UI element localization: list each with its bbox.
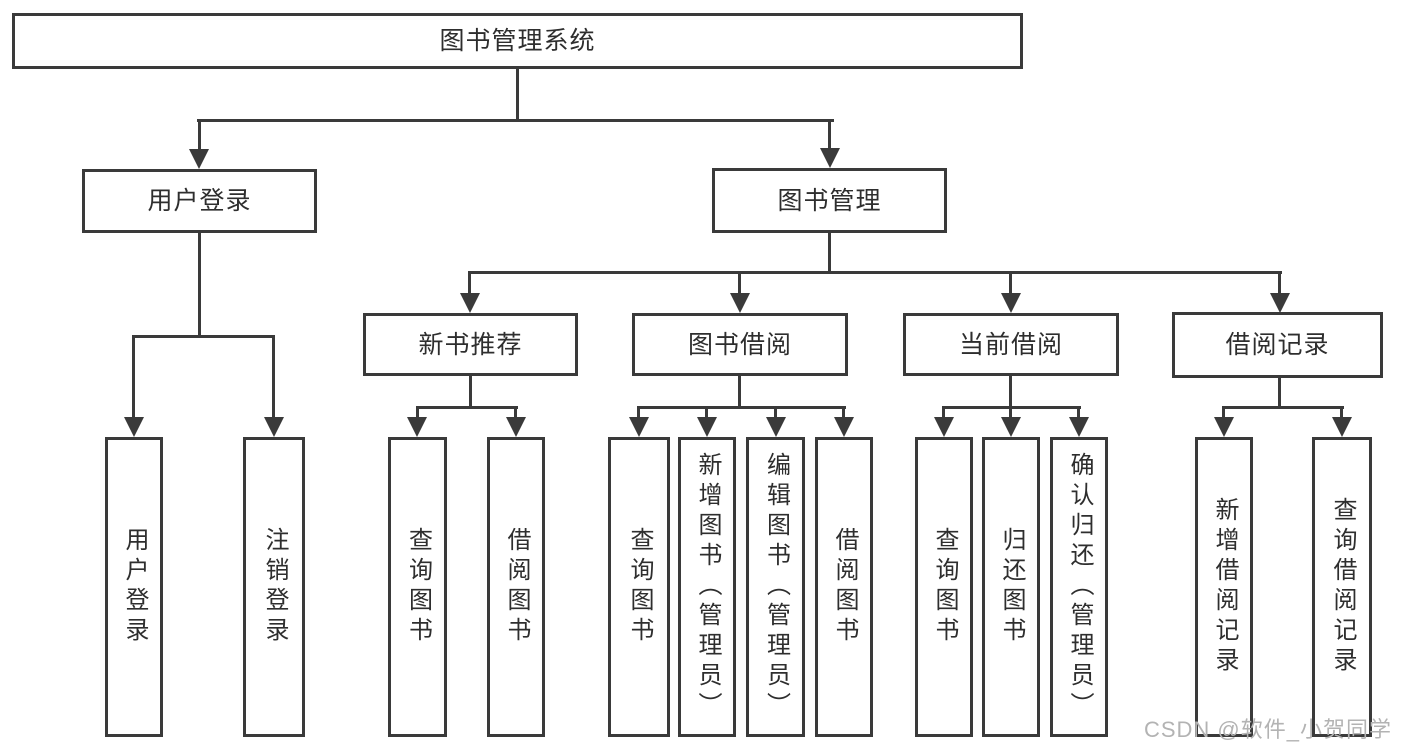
node-current-borrowing: 当前借阅 [903,313,1119,376]
connector-drop-leaf [272,335,275,419]
connector-book-mgmt-stem [828,233,831,274]
node-label: 查询借阅记录 [1329,497,1356,677]
leaf-add-books-admin: 新增图书（管理员） [678,437,736,737]
connector-drop-leaf [1340,406,1343,419]
arrow-down-icon [629,417,649,437]
connector-drop-leaf [132,335,135,419]
connector-root-rail [197,119,834,122]
leaf-logout: 注销登录 [243,437,305,737]
connector-stem [1278,376,1281,409]
node-label: 借阅图书 [503,527,530,647]
node-borrow-records: 借阅记录 [1172,312,1383,378]
node-label: 图书管理 [777,186,882,215]
arrow-down-icon [1001,293,1021,313]
node-book-management: 图书管理 [712,168,947,233]
connector-stem [1009,376,1012,409]
connector-drop-leaf [1009,406,1012,419]
connector-drop-leaf [705,406,708,419]
connector-drop-leaf [942,406,945,419]
csdn-watermark: CSDN @软件_小贺同学 [1143,717,1392,742]
arrow-down-icon [506,417,526,437]
connector-stem [469,376,472,409]
node-label: 借阅记录 [1225,331,1330,359]
connector-drop-leaf [514,406,517,419]
connector-drop-user-login [198,119,201,149]
node-label: 图书管理系统 [439,27,596,55]
node-label: 归还图书 [998,527,1025,647]
leaf-query-borrow-record: 查询借阅记录 [1312,437,1372,737]
connector-drop-book-borrow [738,271,741,295]
leaf-return-books: 归还图书 [982,437,1040,737]
leaf-query-books: 查询图书 [608,437,670,737]
arrow-down-icon [1270,293,1290,313]
node-book-borrowing: 图书借阅 [632,313,848,376]
leaf-query-books: 查询图书 [915,437,973,737]
arrow-down-icon [124,417,144,437]
arrow-down-icon [1332,417,1352,437]
node-label: 新增借阅记录 [1211,497,1238,677]
node-label: 用户登录 [147,187,252,215]
node-new-book-recommend: 新书推荐 [363,313,578,376]
node-label: 编辑图书（管理员） [762,452,790,722]
node-label: 新书推荐 [418,330,523,359]
arrow-down-icon [934,417,954,437]
node-label: 图书借阅 [687,330,792,359]
connector-drop-leaf [416,406,419,419]
node-label: 查询图书 [404,527,432,647]
connector-book-mgmt-rail [468,271,1282,274]
arrow-down-icon [1001,417,1021,437]
connector-drop-new-book [468,271,471,295]
connector-drop-leaf [842,406,845,419]
connector-drop-leaf [774,406,777,419]
connector-drop-borrow-records [1278,271,1281,295]
node-label: 借阅图书 [831,527,858,647]
leaf-query-books: 查询图书 [388,437,447,737]
connector-user-login-stem [198,233,201,335]
connector-drop-leaf [637,406,640,419]
connector-user-login-rail [132,335,275,338]
connector-drop-current-borrow [1009,271,1012,295]
arrow-down-icon [730,293,750,313]
connector-rail [1222,406,1344,409]
leaf-borrow-books: 借阅图书 [487,437,545,737]
leaf-add-borrow-record: 新增借阅记录 [1195,437,1253,737]
node-label: 新增图书（管理员） [694,452,721,722]
node-label: 当前借阅 [958,330,1063,359]
leaf-edit-books-admin: 编辑图书（管理员） [746,437,805,737]
leaf-confirm-return-admin: 确认归还（管理员） [1050,437,1108,737]
connector-rail [637,406,846,409]
connector-drop-leaf [1077,406,1080,419]
arrow-down-icon [264,417,284,437]
arrow-down-icon [189,149,209,169]
connector-drop-book-management [828,119,831,149]
connector-root-stem [516,69,519,119]
leaf-borrow-books: 借阅图书 [815,437,873,737]
arrow-down-icon [1214,417,1234,437]
arrow-down-icon [820,148,840,168]
connector-stem [738,376,741,409]
arrow-down-icon [697,417,717,437]
node-label: 注销登录 [261,527,288,647]
arrow-down-icon [834,417,854,437]
node-label: 确认归还（管理员） [1066,452,1093,722]
node-user-login: 用户登录 [82,169,317,233]
node-label: 用户登录 [121,527,148,647]
node-label: 查询图书 [626,527,653,647]
arrow-down-icon [407,417,427,437]
connector-drop-leaf [1222,406,1225,419]
node-library-management-system: 图书管理系统 [12,13,1023,69]
leaf-user-login: 用户登录 [105,437,163,737]
arrow-down-icon [766,417,786,437]
connector-rail [416,406,518,409]
node-label: 查询图书 [931,527,958,647]
arrow-down-icon [1069,417,1089,437]
arrow-down-icon [460,293,480,313]
